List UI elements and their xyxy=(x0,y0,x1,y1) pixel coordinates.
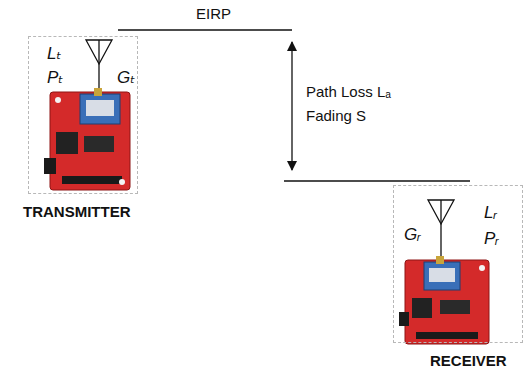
power-symbol: Pₜ xyxy=(47,69,63,88)
eirp-label: EIRP xyxy=(196,6,231,23)
transmitter-antenna xyxy=(86,40,112,94)
loss-arrow xyxy=(291,42,292,170)
device-box: LₜPₜGₜTRANSMITTER xyxy=(28,36,138,194)
loss-symbol: Lᵣ xyxy=(484,204,497,223)
device-heading: RECEIVER xyxy=(430,353,507,370)
receive-level-line xyxy=(284,180,470,181)
fading-label: Fading S xyxy=(306,108,366,125)
receiver-antenna xyxy=(428,200,454,262)
eirp-level-line xyxy=(118,29,292,30)
receiver-board xyxy=(399,256,489,344)
device-heading: TRANSMITTER xyxy=(23,204,131,221)
transmitter-board xyxy=(44,88,130,190)
gain-symbol: Gₜ xyxy=(117,69,135,88)
gain-symbol: Gᵣ xyxy=(404,226,420,245)
path-loss-label: Path Loss Lₐ xyxy=(306,84,391,101)
power-symbol: Pᵣ xyxy=(484,230,499,249)
device-box: GᵣLᵣPᵣRECEIVER xyxy=(393,185,523,343)
loss-symbol: Lₜ xyxy=(47,45,61,64)
